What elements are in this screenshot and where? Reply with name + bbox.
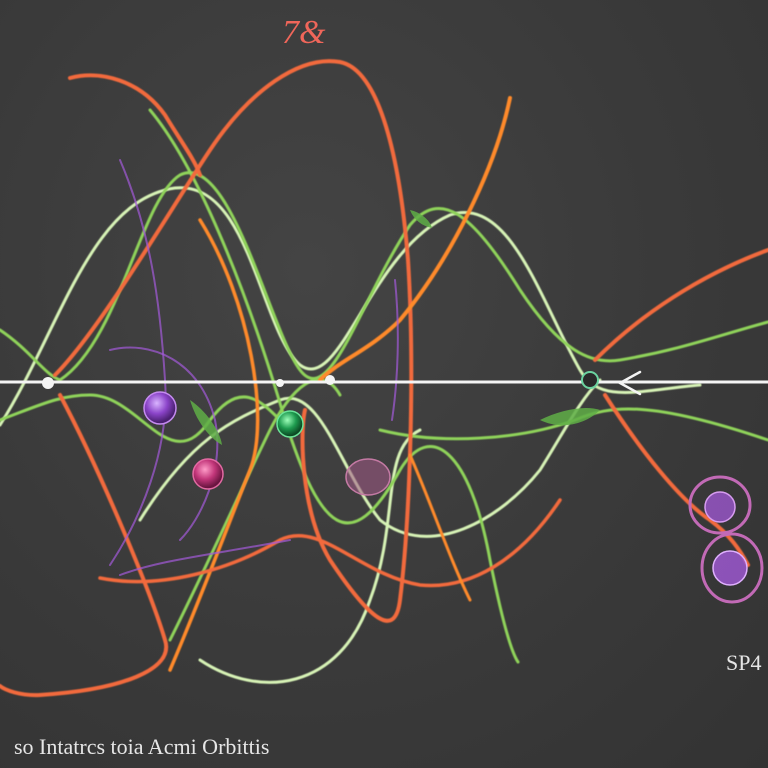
purple-orbit-2 <box>109 346 219 541</box>
purple-electron <box>143 391 177 425</box>
top-label: 7& <box>282 14 326 51</box>
node-right <box>581 371 599 389</box>
orange-orbits <box>0 59 768 698</box>
purple-orbit-4 <box>119 539 291 576</box>
green-wave-4 <box>0 393 282 443</box>
side-label: SP4 <box>726 650 762 675</box>
orange-orbit-cross <box>168 218 260 672</box>
purple-orbits <box>109 159 399 576</box>
leaf-accent-3 <box>540 408 600 426</box>
orange-orbit-main <box>53 59 414 623</box>
magenta-electron <box>192 458 224 490</box>
leaf-accent-1 <box>190 400 222 445</box>
ring-upper-outer <box>688 475 752 535</box>
orange-orbit-lower <box>98 498 562 588</box>
right-orbit-rings <box>688 475 764 604</box>
purple-orbit-3 <box>391 279 399 421</box>
green-electron <box>276 410 304 438</box>
purple-orbit-1 <box>109 159 167 566</box>
node-center <box>325 375 335 385</box>
pale-wave-3 <box>198 428 422 684</box>
ring-lower-outer <box>700 532 764 604</box>
pale-wave-1 <box>0 186 702 427</box>
orange-orbit-mid-drop <box>408 453 472 602</box>
node-center-left <box>276 379 284 387</box>
pale-wave-2 <box>138 378 602 538</box>
node-left <box>42 377 54 389</box>
ring-upper-inner <box>704 491 736 523</box>
axis-arrow-icon <box>617 370 642 396</box>
orange-orbit-right-upper <box>593 248 768 362</box>
green-wave-5 <box>168 378 342 642</box>
orange-orbit-bright <box>318 96 512 382</box>
ring-lower-inner <box>712 550 748 586</box>
orange-orbit-top-hook <box>68 73 202 177</box>
faint-magenta-ring <box>345 458 391 496</box>
green-wave-2 <box>148 108 520 664</box>
intersection-nodes <box>42 371 599 389</box>
orange-orbit-left <box>0 393 169 698</box>
leaf-accent-2 <box>410 210 432 228</box>
green-leaf-accents <box>190 210 600 445</box>
pale-green-waves <box>0 186 702 684</box>
electron-dots <box>143 391 391 496</box>
diagram-caption: so Intatrcs toia Acmi Orbittis <box>14 734 270 759</box>
orange-orbit-right-lower <box>603 393 750 567</box>
